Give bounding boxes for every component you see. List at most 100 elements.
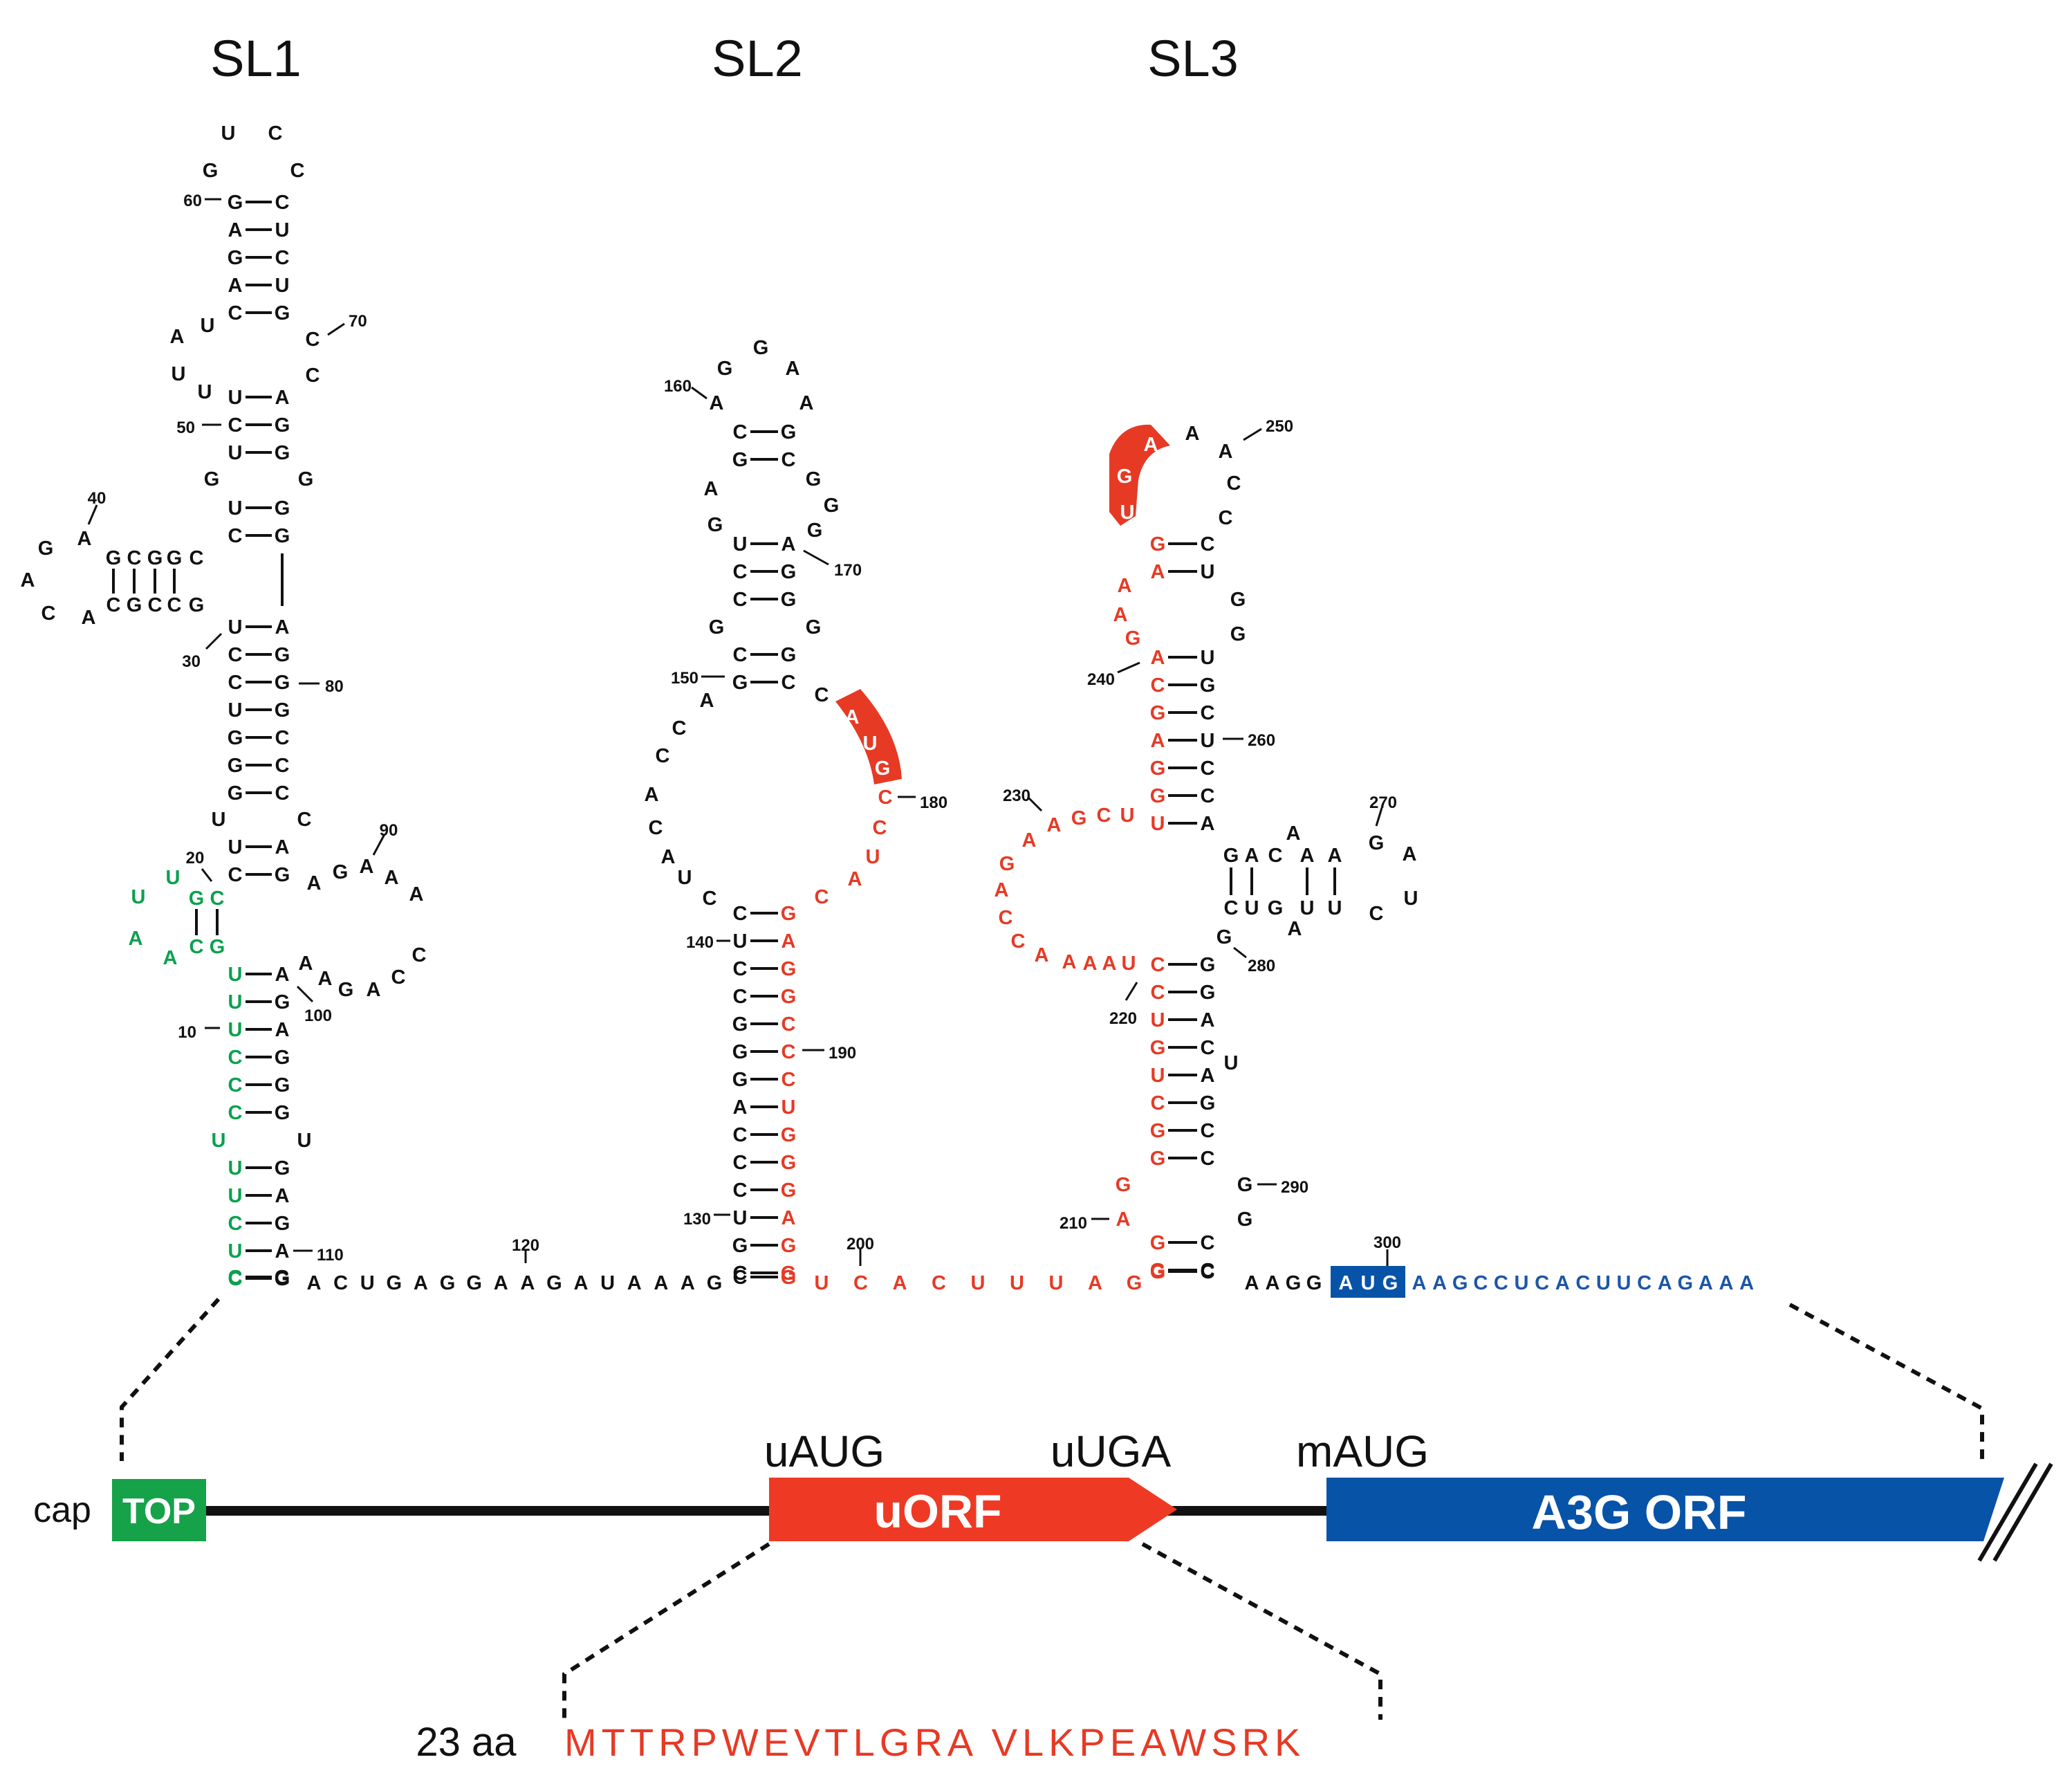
pair-left-base: A (228, 275, 243, 297)
position-label: 10 (178, 1023, 196, 1042)
position-label: 110 (317, 1246, 344, 1265)
loop-base: A (1288, 918, 1302, 940)
baseline-base: C (853, 1272, 868, 1294)
pair-left-base: G (1150, 1120, 1166, 1142)
pair-right-base: G (275, 991, 290, 1013)
loop-base: G (1116, 1174, 1131, 1196)
loop-base: A (1219, 441, 1233, 463)
pair-right-base: G (275, 1268, 290, 1290)
position-label: 30 (182, 652, 201, 671)
position-label: 160 (664, 377, 692, 396)
pair-right-base: A (275, 836, 290, 858)
pair-right-base: C (275, 247, 290, 269)
baseline-base: A (654, 1272, 668, 1294)
loop-base: A (170, 326, 185, 348)
loop-base: A (1185, 423, 1200, 445)
start-codon-base: U (1361, 1272, 1376, 1294)
baseline-base: U (815, 1272, 829, 1294)
loop-base: U (212, 1130, 226, 1152)
baseline-base: A (1245, 1272, 1259, 1294)
pair-right-base: G (1200, 954, 1216, 976)
baseline-base: A (681, 1272, 695, 1294)
baseline-base: A (1266, 1272, 1280, 1294)
coding-base: A (1432, 1272, 1447, 1294)
pair-left-base: U (228, 964, 243, 986)
loop-base: A (710, 392, 724, 414)
loop-base: C (1097, 805, 1111, 827)
baseline-base: G (1127, 1272, 1143, 1294)
loop-base: A (21, 569, 35, 591)
side-helix-base: A (1328, 845, 1342, 867)
loop-base: A (799, 392, 814, 414)
pair-left-base: U (228, 1185, 243, 1207)
loop-base: A (845, 706, 860, 728)
pair-right-base: C (1201, 533, 1215, 555)
pair-right-base: U (275, 275, 290, 297)
side-helix-base: C (148, 594, 163, 616)
pair-right-base: C (1201, 785, 1215, 807)
position-label: 270 (1369, 793, 1397, 812)
pair-left-base: U (228, 387, 243, 409)
loop-base: A (307, 872, 322, 894)
pair-right-base: C (275, 755, 290, 777)
position-label: 60 (183, 192, 202, 210)
loop-base: A (1022, 829, 1037, 852)
loop-base: U (678, 867, 692, 889)
pair-left-base: C (228, 1102, 243, 1124)
side-helix-base: C (1224, 897, 1239, 919)
side-helix-base: G (106, 547, 122, 569)
loop-base: G (806, 468, 822, 490)
position-tick (372, 834, 386, 856)
position-label: 120 (512, 1236, 539, 1255)
pair-right-base: G (781, 1152, 797, 1174)
pair-left-base: C (733, 589, 748, 611)
maug-highlight-box (1331, 1266, 1405, 1298)
pair-left-base: C (733, 903, 748, 925)
baseline-base: U (1010, 1272, 1024, 1294)
pair-left-base: C (733, 1124, 748, 1146)
pair-right-base: C (1201, 1232, 1215, 1254)
loop-base: U (866, 846, 880, 868)
pair-right-base: A (275, 1240, 290, 1262)
pair-right-base: C (781, 1069, 796, 1091)
pair-right-base: G (275, 525, 290, 547)
pair-right-base: G (275, 644, 290, 666)
pair-right-base: G (781, 958, 797, 980)
sl3-gua-highlight (1109, 424, 1170, 526)
top-label: TOP (122, 1491, 196, 1532)
pair-left-base: U (228, 991, 243, 1013)
pair-right-base: G (275, 497, 290, 520)
coding-base: A (1719, 1272, 1734, 1294)
green-base: G (189, 888, 205, 910)
loop-base: U (212, 809, 226, 831)
loop-base: C (1011, 930, 1026, 953)
pair-left-base: C (1151, 954, 1165, 976)
side-helix-base: C (107, 594, 121, 616)
pair-left-base: C (228, 414, 243, 437)
pair-right-base: G (1200, 674, 1216, 697)
loop-base: G (1230, 623, 1246, 645)
pair-left-base: A (733, 1096, 748, 1119)
pair-left-base: G (228, 247, 243, 269)
a3g-orf-label: A3G ORF (1531, 1485, 1746, 1539)
loop-base: G (338, 979, 354, 1001)
pair-right-base: G (781, 1235, 797, 1257)
dash-left-top (120, 1297, 221, 1461)
loop-base: G (807, 520, 823, 542)
loop-base: A (1116, 1209, 1131, 1231)
position-label: 290 (1281, 1178, 1308, 1197)
position-label: 70 (349, 312, 367, 331)
loop-base: C (391, 966, 406, 989)
coding-base: C (1575, 1272, 1590, 1294)
loop-base: A (700, 690, 714, 712)
start-codon-base: A (1339, 1272, 1353, 1294)
loop-base: A (1035, 944, 1049, 966)
loop-base: G (753, 337, 769, 359)
coding-base: G (1452, 1272, 1468, 1294)
position-label: 190 (829, 1044, 856, 1063)
pair-right-base: G (275, 672, 290, 694)
pair-left-base: G (732, 1235, 748, 1257)
position-tick (201, 868, 213, 882)
pair-right-base: G (781, 1262, 797, 1285)
